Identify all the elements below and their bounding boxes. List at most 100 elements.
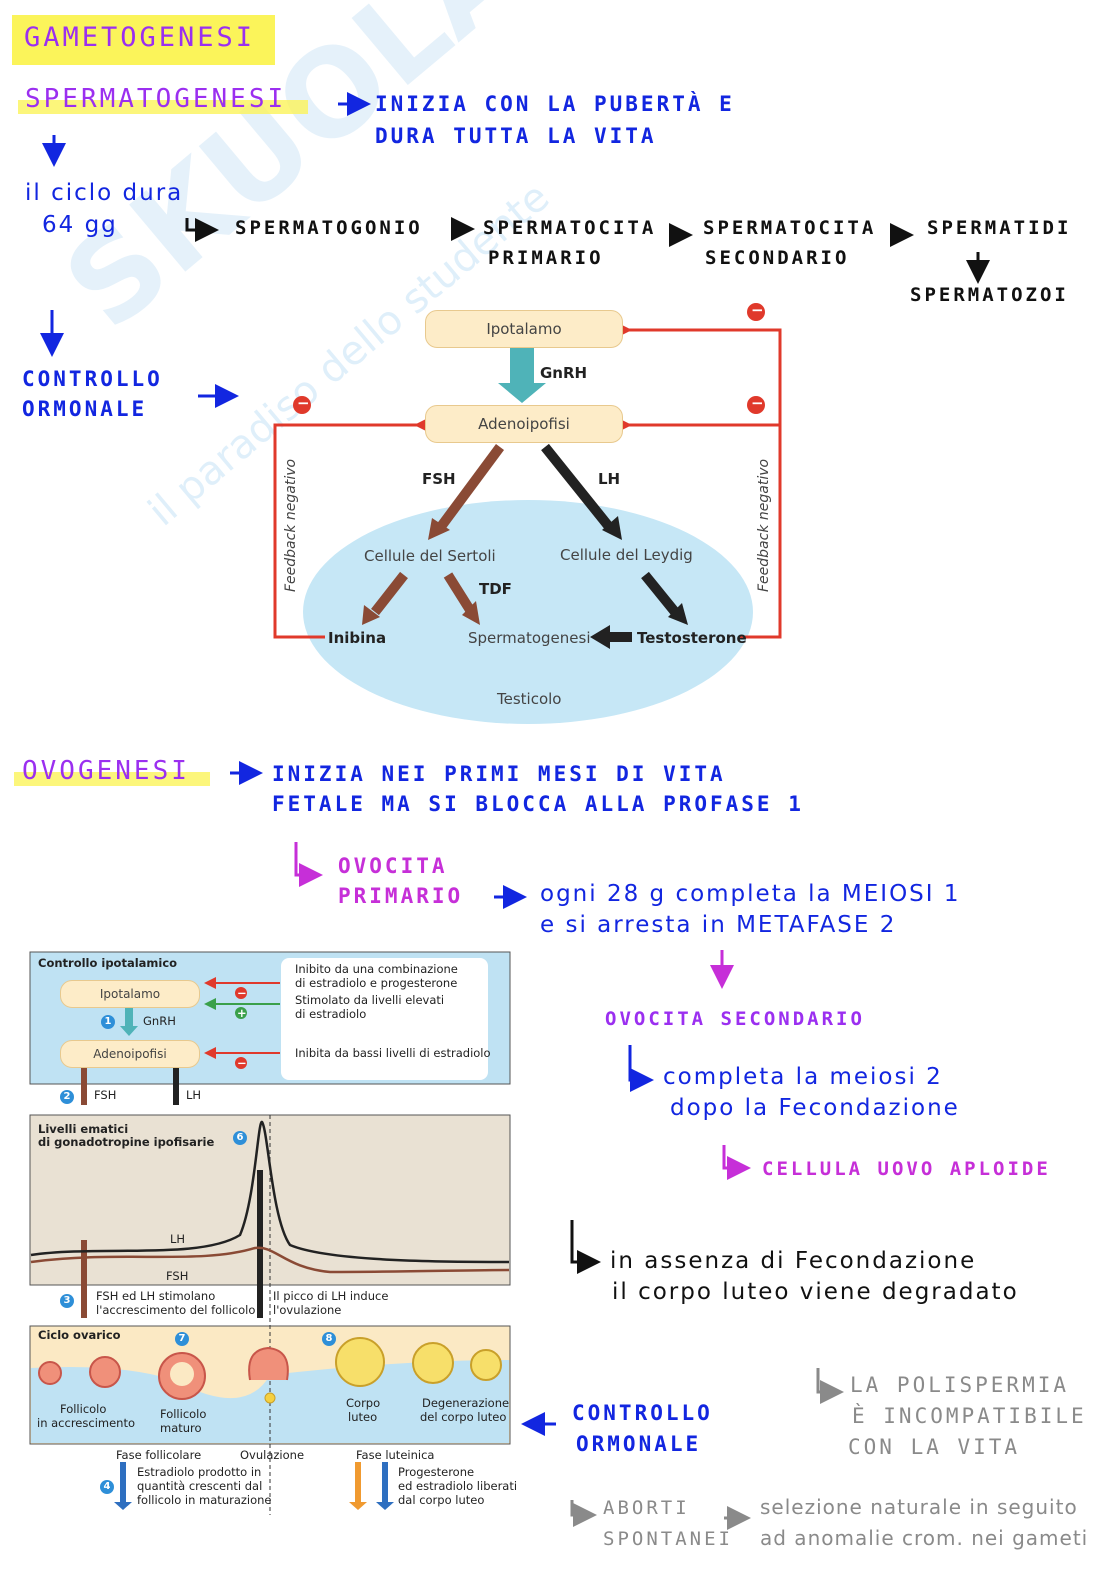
label-testicolo: Testicolo: [497, 690, 562, 708]
stage-spermatocita-2: SPERMATOCITA: [703, 217, 877, 239]
step-badge: 8: [322, 1332, 336, 1346]
ovo-note-2: FETALE MA SI BLOCCA ALLA PROFASE 1: [272, 792, 804, 816]
lh-peak-2: l'ovulazione: [273, 1303, 342, 1317]
polispermia-2: È INCOMPATIBILE: [852, 1404, 1087, 1428]
stage-spermatocita-1: SPERMATOCITA: [483, 217, 657, 239]
inhib2: Inibita da bassi livelli di estradiolo: [295, 1046, 491, 1060]
step-badge: 1: [101, 1015, 115, 1029]
foll-growing-1: Follicolo: [60, 1402, 107, 1416]
ovulation: Ovulazione: [240, 1448, 305, 1462]
aborti-1: ABORTI: [603, 1497, 690, 1519]
estradiol-2: quantità crescenti dal: [137, 1479, 263, 1493]
progest-3: dal corpo luteo: [398, 1493, 485, 1507]
step3-1: FSH ed LH stimolano: [96, 1289, 216, 1303]
stage-secondario: SECONDARIO: [705, 247, 850, 269]
stage-spermatidi: SPERMATIDI: [927, 217, 1072, 239]
cycle-text-1: il ciclo dura: [25, 180, 184, 206]
estradiol-3: follicolo in maturazione: [137, 1493, 272, 1507]
selezione-2: ad anomalie crom. nei gameti: [760, 1526, 1089, 1550]
selezione-1: selezione naturale in seguito: [760, 1495, 1078, 1519]
levels-title-1: Livelli ematici: [38, 1122, 129, 1136]
cycle-text-2: 64 gg: [42, 212, 118, 238]
box-ipotalamo: Ipotalamo: [425, 310, 623, 348]
label-tdf: TDF: [479, 580, 512, 598]
phase-luteal: Fase luteinica: [356, 1448, 435, 1462]
sperm-control-2: ORMONALE: [22, 397, 148, 421]
degeneration-2: del corpo luteo: [420, 1410, 507, 1424]
progest-2: ed estradiolo liberati: [398, 1479, 518, 1493]
label-lh: LH: [598, 470, 621, 488]
sperm-highlight: [18, 100, 308, 114]
oogenesis-heading: OVOGENESI: [22, 756, 190, 786]
title-highlight: [12, 15, 275, 65]
corpus-2: luteo: [348, 1410, 378, 1424]
inhib1-1: Inibito da una combinazione: [295, 962, 458, 976]
label-leydig: Cellule del Leydig: [560, 546, 693, 564]
ovo-control-1: CONTROLLO: [572, 1401, 713, 1425]
label-testosterone: Testosterone: [637, 629, 747, 647]
inhib1-2: di estradiolo e progesterone: [295, 976, 458, 990]
label-feedback-right: Feedback negativo: [756, 458, 772, 592]
gnrh-arrow: [498, 348, 546, 403]
curve-label-lh: LH: [170, 1232, 186, 1246]
ovocita-primario-2: PRIMARIO: [338, 884, 464, 908]
foll-mature-1: Follicolo: [160, 1407, 207, 1421]
stim-1: Stimolato da livelli elevati: [295, 993, 445, 1007]
minus-icon: −: [751, 301, 764, 319]
curve-label-fsh: FSH: [166, 1269, 189, 1283]
ovo-control-2: ORMONALE: [576, 1432, 702, 1456]
control-title: Controllo ipotalamico: [38, 956, 178, 970]
degeneration-1: Degenerazione: [422, 1396, 510, 1410]
stim-2: di estradiolo: [295, 1007, 367, 1021]
phase-follicular: Fase follicolare: [116, 1448, 202, 1462]
step-badge: 3: [60, 1294, 74, 1308]
testicle-ellipse: [303, 500, 753, 724]
ovo-note-1: INIZIA NEI PRIMI MESI DI VITA: [272, 762, 726, 786]
minus-icon: −: [237, 1056, 247, 1070]
aborti-2: SPONTANEI: [603, 1528, 733, 1550]
plus-icon: +: [237, 1006, 247, 1020]
spermatogenesis-heading: SPERMATOGENESI: [25, 84, 287, 114]
cellula-uovo: CELLULA UOVO APLOIDE: [762, 1158, 1051, 1180]
lh-peak-1: Il picco di LH induce: [273, 1289, 389, 1303]
ovocita-secondario: OVOCITA SECONDARIO: [605, 1008, 865, 1030]
meiosi2-2: dopo la Fecondazione: [670, 1095, 960, 1121]
estradiol-1: Estradiolo prodotto in: [137, 1465, 262, 1479]
step-badge: 2: [60, 1090, 74, 1104]
step-badge: 7: [175, 1332, 189, 1346]
minus-icon: −: [751, 394, 764, 412]
label-lh-f: LH: [186, 1088, 202, 1102]
box-adenoipofisi-f: Adenoipofisi: [60, 1040, 200, 1068]
sperm-note-2: DURA TUTTA LA VITA: [375, 124, 657, 148]
label-sertoli: Cellule del Sertoli: [364, 547, 496, 565]
absence-2: il corpo luteo viene degradato: [612, 1279, 1019, 1305]
label-fsh: FSH: [422, 470, 456, 488]
ovo-highlight: [14, 772, 210, 786]
label-feedback-left: Feedback negativo: [283, 458, 299, 592]
label-gnrh: GnRH: [540, 364, 588, 382]
step-badge: 4: [100, 1480, 114, 1494]
label-fsh-f: FSH: [94, 1088, 117, 1102]
stage-spermatogonio: SPERMATOGONIO: [235, 217, 423, 239]
meiosi2-1: completa la meiosi 2: [663, 1064, 943, 1090]
box-adenoipofisi: Adenoipofisi: [425, 405, 623, 443]
page-title: GAMETOGENESI: [24, 22, 256, 53]
corpus-1: Corpo: [346, 1396, 381, 1410]
primary-note-2: e si arresta in METAFASE 2: [540, 912, 897, 938]
sperm-control-1: CONTROLLO: [22, 367, 163, 391]
foll-growing-2: in accrescimento: [37, 1416, 136, 1430]
polispermia-1: LA POLISPERMIA: [850, 1373, 1070, 1397]
primary-note-1: ogni 28 g completa la MEIOSI 1: [540, 881, 961, 907]
lh-curve: [30, 1120, 510, 1264]
absence-1: in assenza di Fecondazione: [610, 1248, 977, 1274]
polispermia-3: CON LA VITA: [848, 1435, 1021, 1459]
minus-icon: −: [297, 394, 310, 412]
levels-title-2: di gonadotropine ipofisarie: [38, 1135, 215, 1149]
ovocita-primario-1: OVOCITA: [338, 854, 448, 878]
label-inibina: Inibina: [328, 629, 387, 647]
label-gnrh-f: GnRH: [143, 1014, 176, 1028]
sperm-note-1: INIZIA CON LA PUBERTÀ E: [375, 92, 735, 116]
minus-icon: −: [237, 986, 247, 1000]
step3-2: l'accrescimento del follicolo: [96, 1303, 256, 1317]
step-badge: 6: [233, 1131, 247, 1145]
